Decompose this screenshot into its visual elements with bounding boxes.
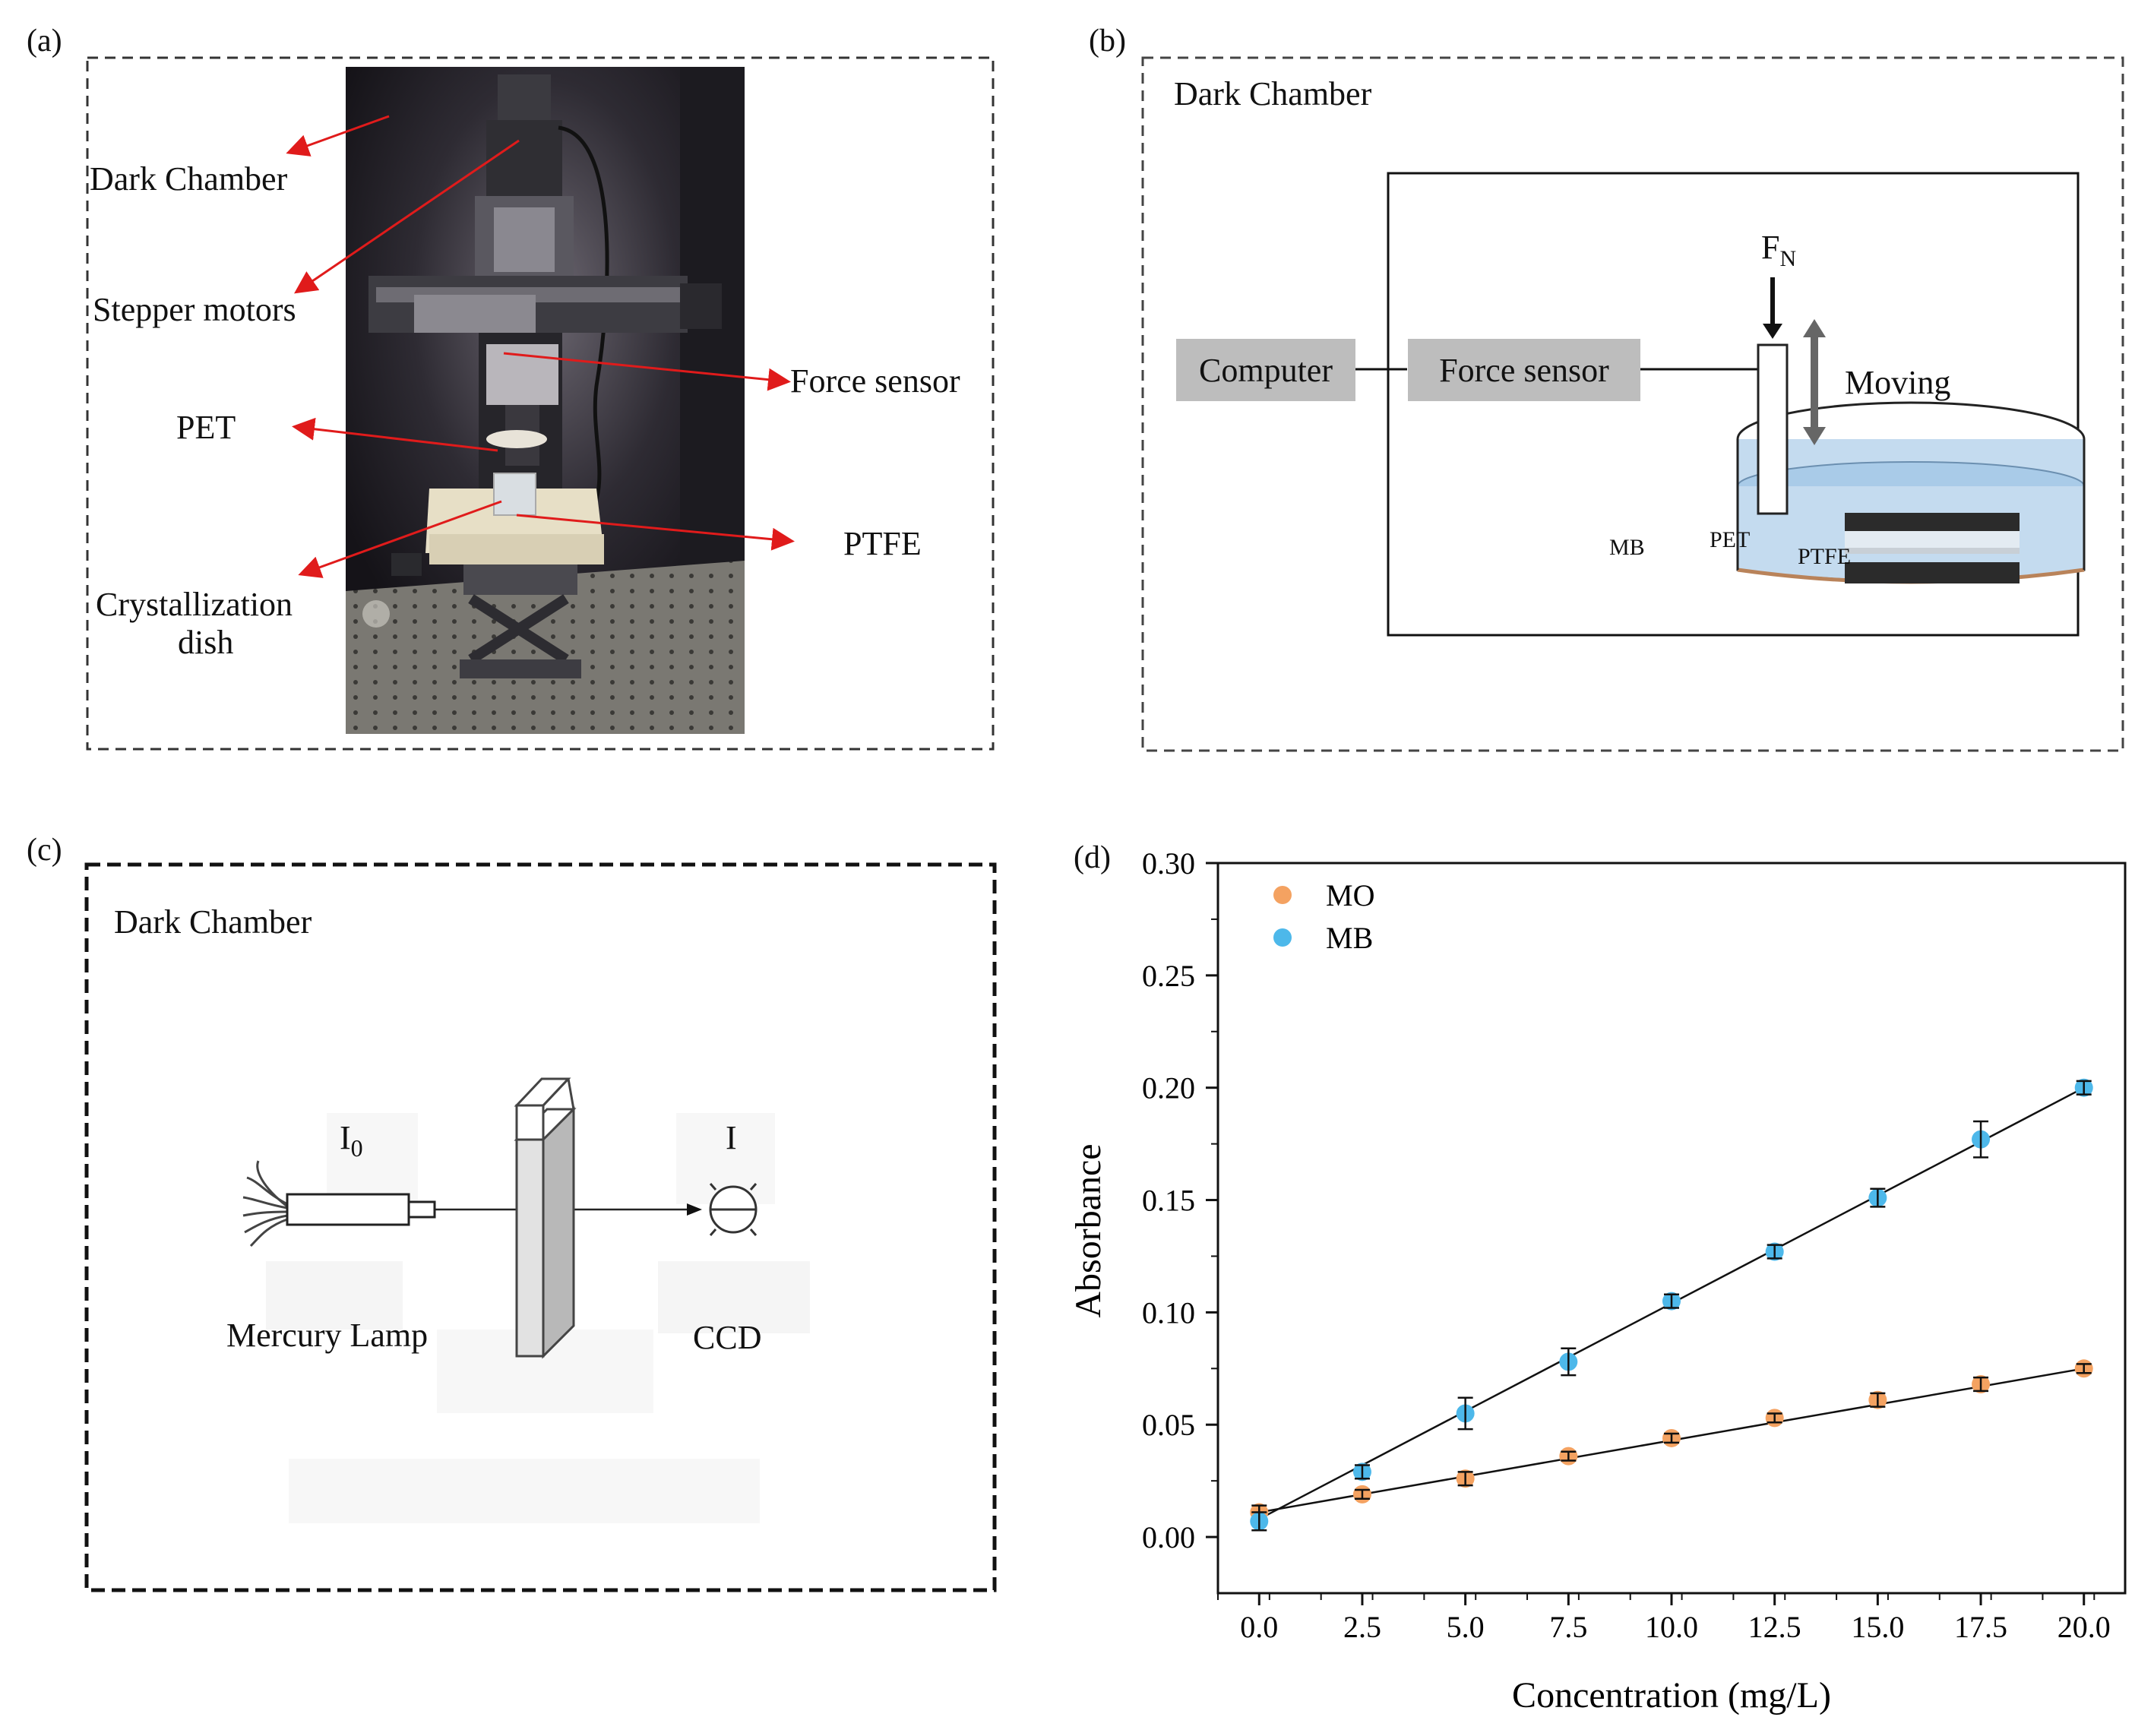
mercury-lamp-label: Mercury Lamp [226,1317,429,1354]
i0-symbol: I0 [340,1119,363,1162]
y-tick-label: 0.15 [1142,1184,1195,1218]
x-tick-label: 5.0 [1447,1610,1485,1644]
mb-label: MB [1609,535,1645,560]
x-tick-label: 20.0 [2058,1610,2111,1644]
x-tick-label: 17.5 [1954,1610,2007,1644]
annotation-force-sensor: Force sensor [790,362,960,400]
annotation-crystallization: Crystallization [96,586,293,623]
y-tick-label: 0.05 [1142,1408,1195,1442]
annotation-dark-chamber: Dark Chamber [90,160,288,198]
computer-box: Computer [1176,339,1355,401]
y-tick-label: 0.25 [1142,959,1195,993]
annotation-dish: dish [178,624,234,661]
i-symbol: I [726,1119,737,1156]
x-tick-label: 2.5 [1343,1610,1381,1644]
legend-label-mb: MB [1326,921,1373,955]
legend-marker-mo [1273,886,1292,904]
panel-b-label: (b) [1089,24,1126,58]
annotation-stepper-motors: Stepper motors [93,291,296,328]
legend-marker-mb [1273,928,1292,947]
panel-c-title: Dark Chamber [114,903,312,941]
y-tick-label: 0.30 [1142,846,1195,881]
plot-frame [1216,862,2127,1595]
force-sensor-box: Force sensor [1408,339,1640,401]
y-tick-label: 0.00 [1142,1520,1195,1554]
x-tick-label: 15.0 [1851,1610,1904,1644]
x-tick-label: 7.5 [1549,1610,1587,1644]
panel-a-arrows [286,115,795,578]
panel-c-label: (c) [27,833,62,868]
y-tick-label: 0.10 [1142,1295,1195,1330]
pet-label: PET [1710,527,1751,552]
panel-b-diagram [1141,56,2124,752]
moving-label: Moving [1845,364,1951,401]
panel-c-diagram [84,862,997,1592]
panel-b-title: Dark Chamber [1174,75,1372,112]
ccd-label: CCD [693,1319,762,1356]
apparatus-photo [346,67,745,734]
computer-label: Computer [1199,351,1333,389]
annotation-pet: PET [176,409,236,446]
x-axis-label: Concentration (mg/L) [1512,1675,1831,1715]
y-tick-label: 0.20 [1142,1071,1195,1105]
force-symbol: FN [1761,229,1797,271]
panel-a-frame [86,56,995,751]
ptfe-label: PTFE [1798,544,1852,569]
absorbance-chart: 0.0 2.5 5.0 7.5 10.0 12.5 15.0 17.5 20.0 0.00 0.05… [1068,846,2127,1715]
panel-a-label: (a) [27,24,62,58]
x-tick-label: 0.0 [1240,1610,1278,1644]
x-tick-label: 12.5 [1748,1610,1801,1644]
panel-d-label: (d) [1074,840,1111,875]
x-tick-label: 10.0 [1645,1610,1698,1644]
annotation-ptfe: PTFE [843,525,922,562]
force-sensor-label: Force sensor [1439,351,1609,389]
legend-label-mo: MO [1326,878,1374,912]
y-axis-label: Absorbance [1068,1143,1109,1317]
